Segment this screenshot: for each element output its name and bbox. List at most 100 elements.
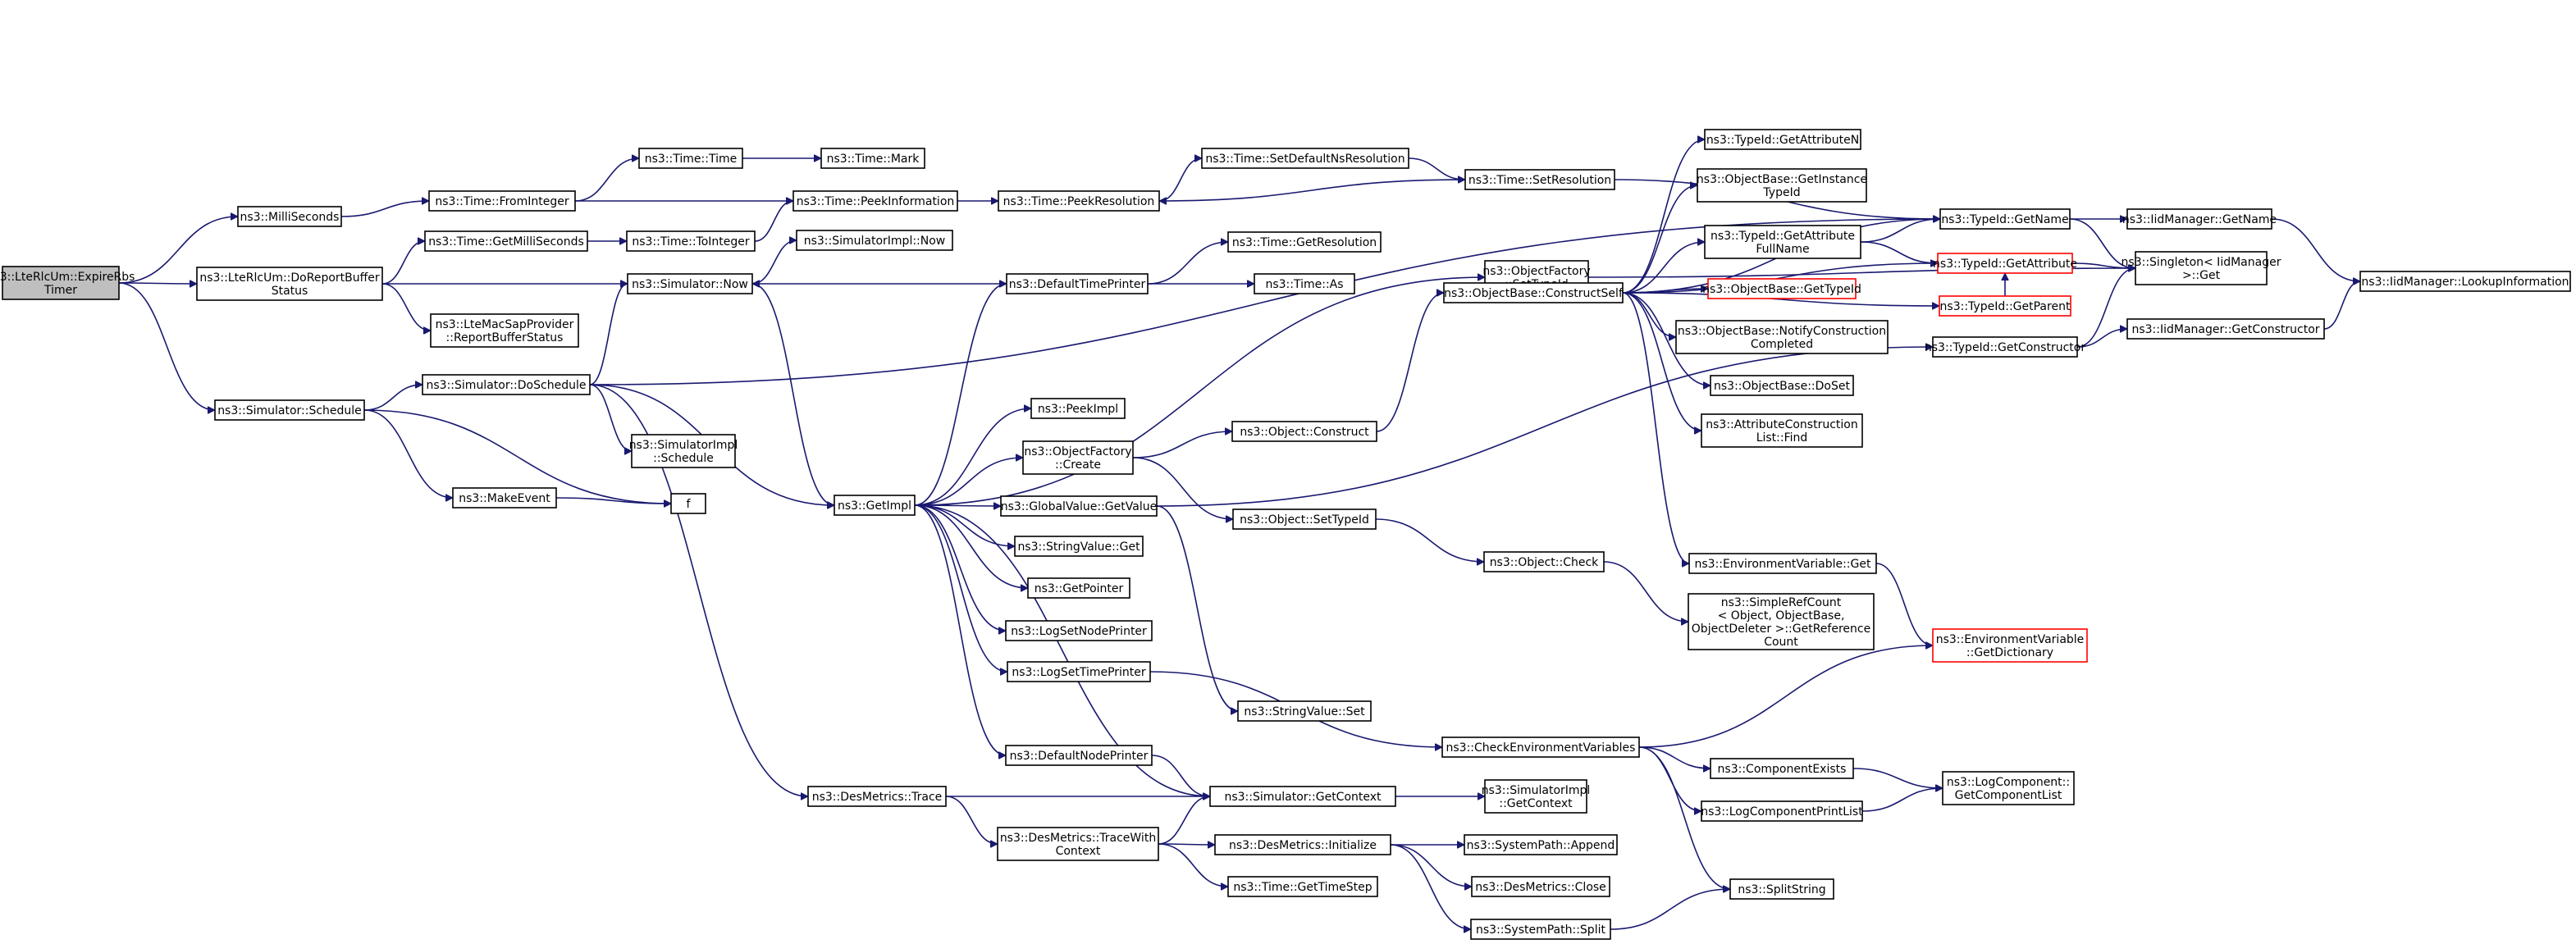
node-gettypeattrn[interactable]: ns3::TypeId::GetAttributeN [1704,129,1861,150]
node-typegetctor[interactable]: ns3::TypeId::GetConstructor [1925,336,2085,358]
node-logcompget[interactable]: ns3::LogComponent::GetComponentList [1942,771,2075,805]
node-dminit-label-line: ns3::DesMetrics::Initialize [1229,839,1377,852]
node-svset-label-line: ns3::StringValue::Set [1244,705,1365,718]
node-toint[interactable]: ns3::Time::ToInteger [626,230,756,252]
node-checkenv[interactable]: ns3::CheckEnvironmentVariables [1441,737,1640,758]
node-getres[interactable]: ns3::Time::GetResolution [1227,231,1382,253]
node-dmclose[interactable]: ns3::DesMetrics::Close [1471,876,1610,897]
node-setres[interactable]: ns3::Time::SetResolution [1464,169,1615,190]
node-compexists-box [1710,758,1854,779]
node-singletonget-label-line: ns3::Singleton< IidManager [2122,256,2281,269]
node-obconstructself[interactable]: ns3::ObjectBase::ConstructSelf [1443,282,1624,303]
node-peekimpl-box [1030,398,1126,419]
node-objsettype[interactable]: ns3::Object::SetTypeId [1232,508,1377,530]
node-logcompget-label-line: GetComponentList [1955,789,2062,802]
node-typegetname[interactable]: ns3::TypeId::GetName [1939,208,2071,230]
node-svset[interactable]: ns3::StringValue::Set [1237,700,1372,722]
node-simimplnow[interactable]: ns3::SimulatorImpl::Now [796,230,953,251]
node-f[interactable]: f [670,493,706,514]
node-compexists[interactable]: ns3::ComponentExists [1710,758,1854,779]
node-obnotify[interactable]: ns3::ObjectBase::NotifyConstructionCompl… [1675,320,1889,354]
node-getimpl[interactable]: ns3::GetImpl [834,495,916,516]
node-peekinfo[interactable]: ns3::Time::PeekInformation [792,190,958,212]
node-iidlookup[interactable]: ns3::IidManager::LookupInformation [2359,271,2571,292]
node-objcheck[interactable]: ns3::Object::Check [1483,551,1605,572]
node-gettimestep[interactable]: ns3::Time::GetTimeStep [1227,876,1378,897]
node-objconstruct[interactable]: ns3::Object::Construct [1231,421,1377,442]
node-milliseconds[interactable]: ns3::MilliSeconds [237,206,342,227]
node-envget[interactable]: ns3::EnvironmentVariable::Get [1688,553,1877,574]
edge-obconstructself-to-gettypeattrn [1622,139,1706,294]
node-typegetname-label-line: ns3::TypeId::GetName [1941,213,2068,226]
node-iidgetctor[interactable]: ns3::IidManager::GetConstructor [2126,318,2325,340]
node-typegetparent-label-line: ns3::TypeId::GetParent [1940,300,2071,313]
node-simimplsched[interactable]: ns3::SimulatorImpl::Schedule [629,434,738,468]
edge-checkenv-to-envgetdict [1638,645,1933,748]
node-singletonget[interactable]: ns3::Singleton< IidManager>::Get [2122,251,2281,285]
node-iidgetctor-label-line: ns3::IidManager::GetConstructor [2131,323,2319,336]
node-defaultnp[interactable]: ns3::DefaultNodePrinter [1005,745,1153,766]
node-objcheck-box [1483,551,1605,572]
node-fromint[interactable]: ns3::Time::FromInteger [428,190,576,212]
node-svget[interactable]: ns3::StringValue::Get [1014,536,1144,557]
node-peekimpl[interactable]: ns3::PeekImpl [1030,398,1126,419]
node-dosched[interactable]: ns3::Simulator::DoSchedule [422,374,591,395]
node-typegetparent[interactable]: ns3::TypeId::GetParent [1939,295,2071,317]
node-makeevent[interactable]: ns3::MakeEvent [452,487,557,508]
node-dminit[interactable]: ns3::DesMetrics::Initialize [1214,834,1391,855]
node-obgettype[interactable]: ns3::ObjectBase::GetTypeId [1702,278,1861,299]
node-getimpl-box [834,495,916,516]
node-schedule-label-line: ns3::Simulator::Schedule [217,404,362,417]
node-timetime[interactable]: ns3::Time::Time [638,148,743,169]
node-simgetctx[interactable]: ns3::Simulator::GetContext [1209,786,1396,807]
node-timemark[interactable]: ns3::Time::Mark [820,148,925,169]
node-simplerefcount-box [1688,593,1875,650]
node-gvget[interactable]: ns3::GlobalValue::GetValue [1000,495,1158,517]
node-ltemac[interactable]: ns3::LteMacSapProvider::ReportBufferStat… [430,313,579,348]
node-sysappend[interactable]: ns3::SystemPath::Append [1464,834,1618,855]
node-attrfind-label-line: ns3::AttributeConstruction [1706,418,1857,431]
node-typegetctor-label-line: ns3::TypeId::GetConstructor [1925,341,2085,354]
node-iidgetname[interactable]: ns3::IidManager::GetName [2122,208,2277,230]
node-typegetctor-box [1932,336,2078,358]
node-simnow[interactable]: ns3::Simulator::Now [627,273,753,294]
node-envgetdict[interactable]: ns3::EnvironmentVariable::GetDictionary [1932,628,2088,663]
node-timeas[interactable]: ns3::Time::As [1254,273,1355,294]
node-logcompprint[interactable]: ns3::LogComponentPrintList [1701,800,1863,822]
node-setdefres-box [1201,148,1409,169]
node-simplerefcount[interactable]: ns3::SimpleRefCount< Object, ObjectBase,… [1688,593,1875,650]
node-getpointer[interactable]: ns3::GetPointer [1027,577,1130,599]
node-simimplgetctx[interactable]: ns3::SimulatorImpl::GetContext [1482,779,1591,814]
edge-getimpl-to-simgetctx [914,504,1210,796]
node-defaulttp-label-line: ns3::DefaultTimePrinter [1009,278,1146,291]
node-schedule[interactable]: ns3::Simulator::Schedule [214,399,365,421]
node-iidlookup-label-line: ns3::IidManager::LookupInformation [2361,276,2569,289]
node-desmtrace[interactable]: ns3::DesMetrics::Trace [807,786,947,807]
node-f-label-line: f [687,498,692,511]
node-lognp[interactable]: ns3::LogSetNodePrinter [1005,620,1153,641]
node-peekres[interactable]: ns3::Time::PeekResolution [998,190,1160,212]
node-peekres-box [998,190,1160,212]
node-sysappend-label-line: ns3::SystemPath::Append [1467,839,1615,852]
node-makeevent-box [452,487,557,508]
node-splitstring[interactable]: ns3::SplitString [1729,878,1834,900]
node-iidgetctor-box [2126,318,2325,340]
node-obgetinst-box [1697,168,1867,203]
edge-gvget-to-svset [1156,505,1239,711]
node-syssplit[interactable]: ns3::SystemPath::Split [1470,919,1611,940]
node-defaulttp[interactable]: ns3::DefaultTimePrinter [1006,273,1149,294]
node-setdefres[interactable]: ns3::Time::SetDefaultNsResolution [1201,148,1409,169]
node-timeas-label-line: ns3::Time::As [1265,278,1343,291]
node-obdoset[interactable]: ns3::ObjectBase::DoSet [1710,375,1854,396]
node-ofcreate[interactable]: ns3::ObjectFactory::Create [1022,440,1134,475]
node-typegetattr[interactable]: ns3::TypeId::GetAttribute [1933,253,2077,274]
node-logtp[interactable]: ns3::LogSetTimePrinter [1007,661,1151,682]
node-getms[interactable]: ns3::Time::GetMilliSeconds [424,230,588,252]
